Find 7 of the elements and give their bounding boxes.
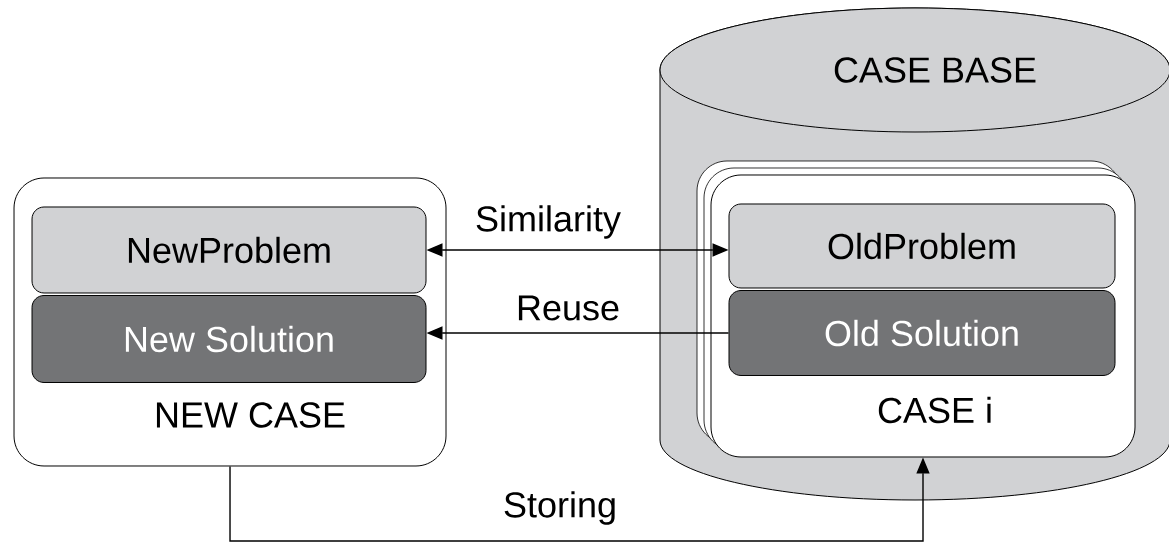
- solution-box: Old Solution: [728, 290, 1116, 376]
- problem-box: NewProblem: [31, 206, 427, 294]
- edge-label: Reuse: [514, 293, 623, 323]
- edge-label: Storing: [501, 489, 620, 527]
- solution-box: New Solution: [31, 295, 427, 383]
- edge-label: Similarity: [473, 203, 623, 241]
- problem-box: OldProblem: [728, 203, 1116, 289]
